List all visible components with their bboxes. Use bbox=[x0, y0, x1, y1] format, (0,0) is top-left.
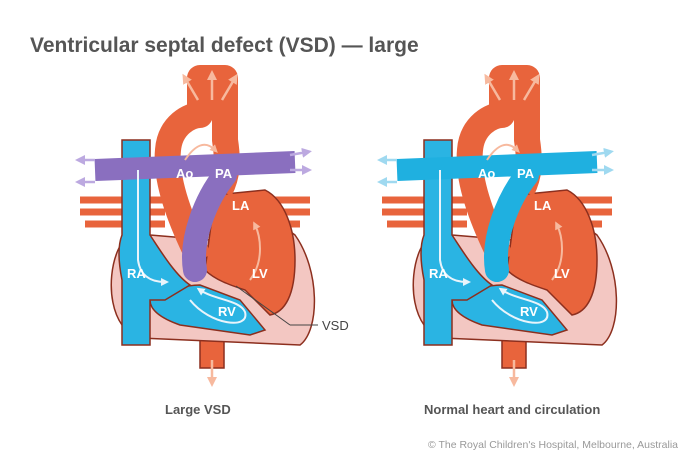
copyright-credit: © The Royal Children's Hospital, Melbour… bbox=[427, 439, 678, 451]
flow-arrow bbox=[189, 287, 247, 324]
flow-arrow bbox=[249, 221, 261, 281]
caption-normal-heart: Normal heart and circulation bbox=[424, 402, 601, 417]
left-ventricle bbox=[506, 189, 598, 316]
chamber-label-pa: PA bbox=[215, 166, 233, 181]
chamber-label-pa: PA bbox=[517, 166, 535, 181]
pulmonary-artery-branches bbox=[396, 151, 598, 181]
pulmonary-artery-branches bbox=[94, 151, 296, 181]
chamber-label-ao: Ao bbox=[478, 166, 495, 181]
chamber-label-ra: RA bbox=[429, 266, 448, 281]
page-title: Ventricular septal defect (VSD) — large bbox=[30, 34, 419, 57]
flow-arrow bbox=[182, 73, 200, 101]
flow-arrow bbox=[491, 287, 549, 324]
flow-arrow bbox=[184, 143, 218, 161]
flow-arrow bbox=[484, 73, 502, 101]
vsd-callout-line bbox=[235, 285, 291, 326]
flow-arrow bbox=[220, 73, 238, 101]
pulmonary-artery-trunk bbox=[484, 163, 539, 282]
caption-large-vsd: Large VSD bbox=[165, 402, 231, 417]
chamber-label-lv: LV bbox=[554, 266, 570, 281]
chamber-label-lv: LV bbox=[252, 266, 268, 281]
chamber-label-ao: Ao bbox=[176, 166, 193, 181]
heart-diagram-normal: Ao PA LA LV RA RV bbox=[377, 65, 618, 387]
vsd-callout-label: VSD bbox=[322, 318, 349, 333]
flow-arrow bbox=[137, 170, 169, 286]
flow-arrow bbox=[439, 170, 471, 286]
flow-arrow bbox=[591, 147, 614, 158]
flow-arrow bbox=[289, 147, 312, 158]
pulmonary-artery-trunk bbox=[182, 163, 237, 282]
right-atrium-vena-cava bbox=[118, 139, 192, 346]
flow-arrow bbox=[551, 221, 563, 281]
chamber-label-la: LA bbox=[232, 198, 250, 213]
right-atrium-vena-cava bbox=[420, 139, 494, 346]
chamber-label-ra: RA bbox=[127, 266, 146, 281]
flow-arrow bbox=[486, 143, 520, 161]
chamber-label-rv: RV bbox=[520, 304, 538, 319]
flow-arrow bbox=[522, 73, 540, 101]
chamber-label-rv: RV bbox=[218, 304, 236, 319]
heart-diagram-large-vsd: Ao PA LA LV RA RV VSD bbox=[75, 65, 349, 387]
left-ventricle bbox=[204, 189, 296, 316]
chamber-label-la: LA bbox=[534, 198, 552, 213]
